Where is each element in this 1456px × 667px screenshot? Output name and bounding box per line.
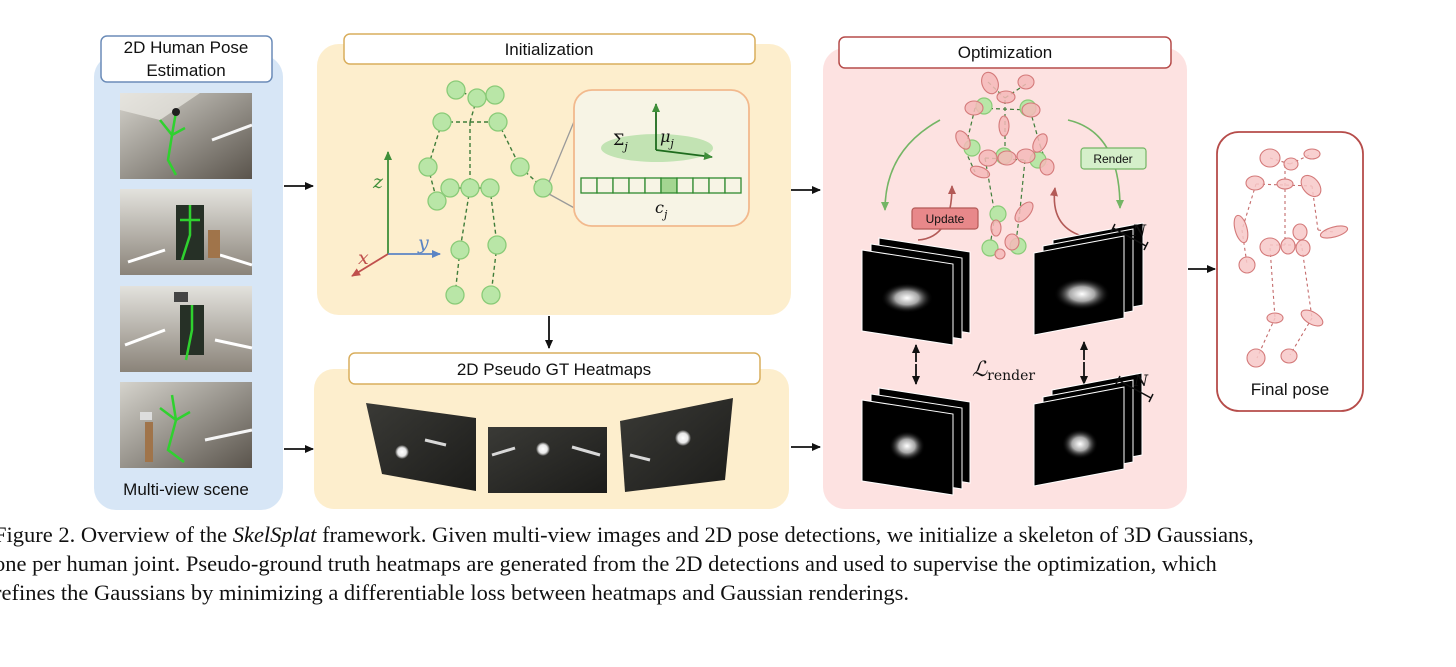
heatmap-view-2 bbox=[488, 427, 607, 493]
final-pose-panel: Final pose bbox=[1216, 131, 1364, 412]
x-axis-label: x bbox=[358, 247, 369, 269]
final-gaussians bbox=[1233, 148, 1349, 368]
mean-horizontal-arrow bbox=[655, 149, 713, 160]
update-tag bbox=[911, 207, 979, 230]
pose-estimation-title-box bbox=[100, 35, 273, 83]
optimizing-skeleton bbox=[955, 71, 1055, 260]
rendered-stack-left bbox=[861, 237, 971, 346]
optimization-title-box bbox=[838, 36, 1172, 69]
multiview-photo-3 bbox=[120, 286, 253, 372]
confidence-vector bbox=[580, 177, 742, 194]
pose-estimation-footer: Multi-view scene bbox=[123, 480, 249, 499]
batch-indicator-top: N bbox=[1110, 221, 1149, 251]
pose-estimation-title-line2: Estimation bbox=[146, 61, 225, 80]
render-arrow-left bbox=[881, 119, 941, 211]
optimization-title: Optimization bbox=[958, 43, 1052, 62]
caption-line-3: refines the Gaussians by minimizing a di… bbox=[0, 580, 909, 605]
optimization-panel: Optimization bbox=[823, 36, 1187, 509]
update-label: Update bbox=[926, 212, 965, 226]
update-arrow-right bbox=[1049, 187, 1083, 237]
gaussian-inset: Σj μj cj bbox=[573, 89, 750, 227]
pose-estimation-title-line1: 2D Human Pose bbox=[124, 38, 249, 57]
multiview-photo-2 bbox=[120, 189, 253, 275]
heatmap-stack-right bbox=[1033, 372, 1143, 487]
batch-indicator-bottom: N bbox=[1115, 371, 1154, 403]
heatmaps-title-box bbox=[348, 352, 761, 385]
sigma-label: Σj bbox=[613, 130, 628, 153]
initialization-panel: Initialization z y x bbox=[317, 33, 791, 315]
z-axis-label: z bbox=[372, 171, 384, 193]
figure-caption: Figure 2. Overview of the SkelSplat fram… bbox=[0, 520, 1456, 607]
rendered-stack-right bbox=[1033, 222, 1144, 336]
initialization-title-box bbox=[343, 33, 756, 65]
c-label: cj bbox=[655, 198, 668, 221]
heatmaps-panel: 2D Pseudo GT Heatmaps bbox=[314, 352, 789, 509]
final-pose-label: Final pose bbox=[1251, 380, 1329, 399]
multiview-photo-4 bbox=[120, 382, 253, 468]
caption-line-1: Figure 2. Overview of the SkelSplat fram… bbox=[0, 522, 1254, 547]
initial-joints bbox=[418, 80, 553, 305]
gaussian-ellipse bbox=[601, 134, 713, 162]
heatmap-view-3 bbox=[620, 398, 733, 492]
render-loss-label: ℒrender bbox=[972, 357, 1035, 384]
render-tag bbox=[1080, 147, 1147, 170]
caption-line-2: one per human joint. Pseudo-ground truth… bbox=[0, 551, 1217, 576]
coordinate-axes: z y x bbox=[351, 151, 441, 277]
heatmap-view-1 bbox=[366, 403, 476, 491]
render-label: Render bbox=[1093, 152, 1132, 166]
multiview-photo-1 bbox=[120, 93, 253, 179]
y-axis-label: y bbox=[417, 232, 429, 254]
heatmap-stack-left bbox=[861, 387, 971, 496]
x-axis bbox=[351, 253, 389, 277]
heatmaps-title: 2D Pseudo GT Heatmaps bbox=[457, 360, 651, 379]
framework-diagram: 2D Human Pose Estimation bbox=[94, 33, 1364, 510]
batch-label-bottom: N bbox=[1133, 371, 1149, 390]
final-pose-box bbox=[1216, 131, 1364, 412]
batch-label-top: N bbox=[1131, 221, 1147, 240]
mu-label: μj bbox=[660, 127, 674, 150]
pose-estimation-panel: 2D Human Pose Estimation bbox=[94, 35, 283, 510]
initialization-title: Initialization bbox=[505, 40, 594, 59]
framework-name: SkelSplat bbox=[232, 522, 317, 547]
